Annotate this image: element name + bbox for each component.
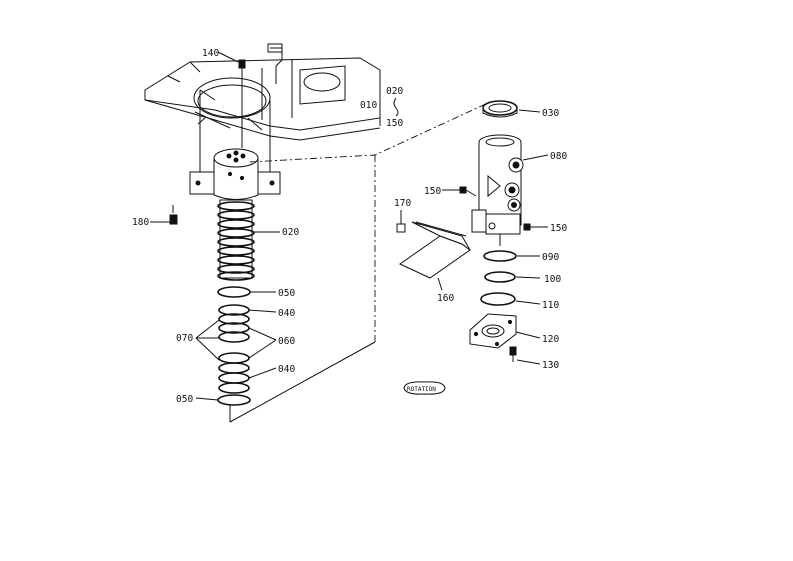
label-030: 030 [542,108,559,119]
group-label-150: 150 [386,118,403,129]
bolt-150-right: 150 [523,223,567,234]
label-060: 060 [278,336,295,347]
label-140: 140 [202,48,219,59]
spool-grooves [217,201,255,281]
rotation-stamp: ROTATION [403,381,446,395]
seal-stack [217,286,251,406]
label-150-right: 150 [550,223,567,234]
label-180: 180 [132,217,149,228]
group-label-020: 020 [386,86,403,97]
label-130: 130 [542,360,559,371]
label-050-top: 050 [278,288,295,299]
label-150-left: 150 [424,186,441,197]
group-label-010: 010 [360,100,377,111]
label-090: 090 [542,252,559,263]
cylinder-assembly: 030 080 090 100 110 [469,100,567,371]
label-110: 110 [542,300,559,311]
stamp-text: ROTATION [407,386,436,393]
label-080: 080 [550,151,567,162]
bolt-180: 180 [132,205,178,228]
left-callouts: 020 050 040 070 060 040 050 [176,227,299,405]
bolt-150-left: 150 [424,186,477,197]
label-120: 120 [542,334,559,345]
label-100: 100 [544,274,561,285]
rotary-joint-assembly [189,72,376,423]
bolt-140: 140 [202,48,246,78]
bracket-160: 160 [399,221,471,304]
label-070: 070 [176,333,193,344]
bolt-170: 170 [394,198,411,233]
machine-frame [144,43,381,141]
group-bracket-010: 020 010 150 [360,78,403,129]
label-040-bottom: 040 [278,364,295,375]
label-170: 170 [394,198,411,209]
label-160: 160 [437,293,454,304]
assembly-connector-line [249,101,491,342]
label-040-top: 040 [278,308,295,319]
label-020: 020 [282,227,299,238]
label-050-bottom: 050 [176,394,193,405]
